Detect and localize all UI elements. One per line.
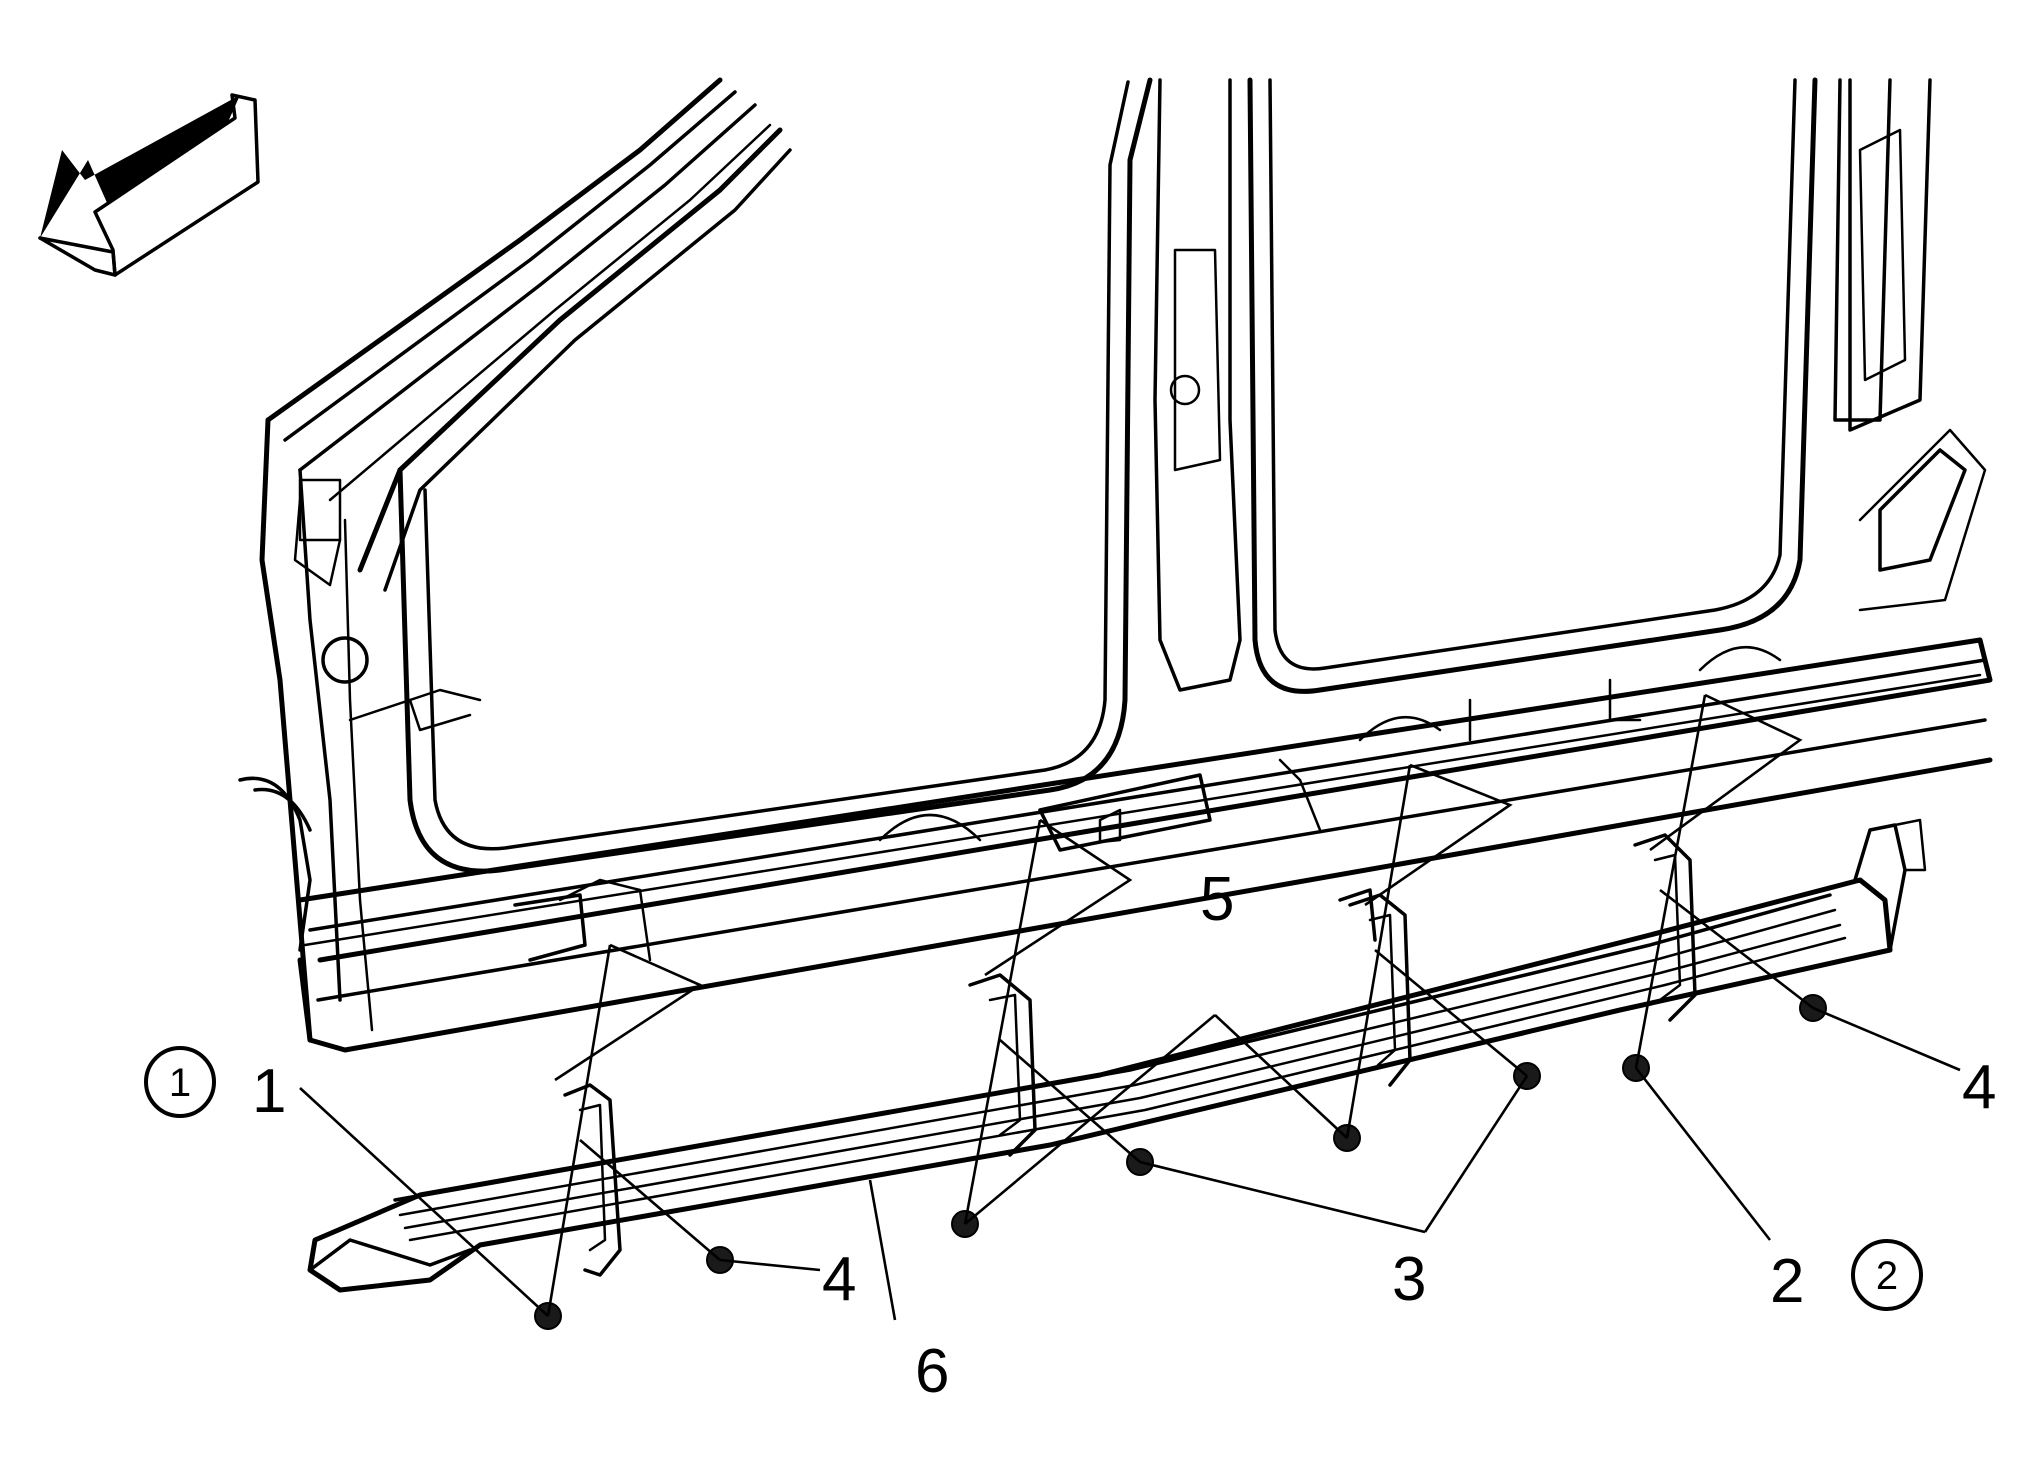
svg-text:1: 1 xyxy=(169,1061,191,1105)
assembly-guide-lines xyxy=(546,693,1814,1317)
step-bracket-mid-rear xyxy=(1348,893,1412,1087)
label-3: 3 xyxy=(1392,1245,1426,1314)
step-bracket-mid-front xyxy=(968,973,1037,1157)
running-board xyxy=(307,818,1927,1293)
label-5: 5 xyxy=(1200,865,1234,934)
label-1: 1 xyxy=(252,1057,286,1126)
step-bracket-rear xyxy=(1633,833,1697,1022)
callout-1: 1 xyxy=(144,1046,216,1118)
label-2: 2 xyxy=(1770,1247,1804,1316)
label-4-front: 4 xyxy=(822,1245,856,1314)
callout-2: 2 xyxy=(1851,1239,1923,1311)
label-leaders xyxy=(299,1006,1961,1321)
svg-text:2: 2 xyxy=(1876,1254,1898,1298)
front-direction-arrow-icon xyxy=(38,93,260,277)
label-4-rear: 4 xyxy=(1962,1053,1996,1122)
body-side-structure xyxy=(238,77,1993,1053)
label-6: 6 xyxy=(915,1337,949,1406)
